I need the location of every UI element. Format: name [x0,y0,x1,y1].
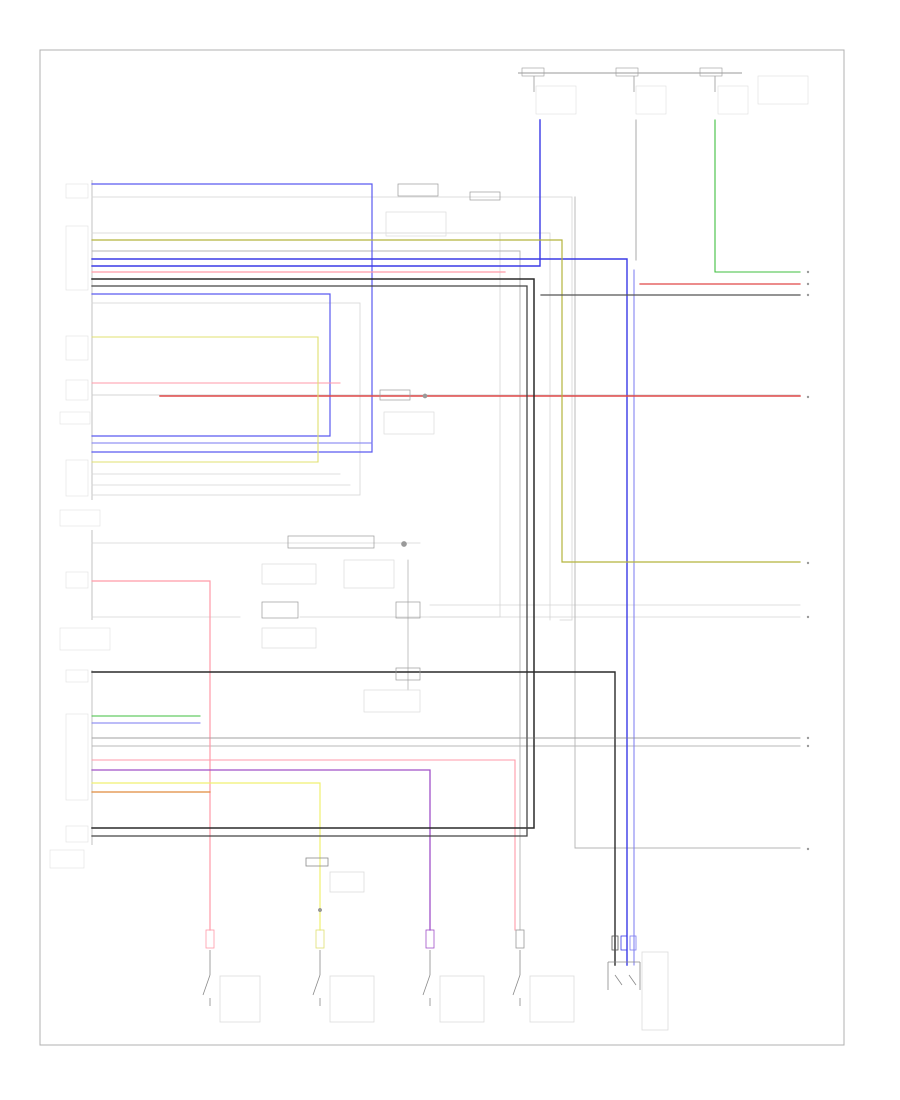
junction-396 [379,389,411,401]
wire-blue-3 [91,119,541,267]
wire-red-6 [91,759,516,931]
wire-blue-4 [91,293,331,437]
wire-group [91,119,801,966]
splice-396 [422,393,428,399]
switch-543 [287,535,375,549]
power-source-2 [615,67,639,77]
wire-yellow-2 [91,782,321,931]
wire-green-1 [714,119,801,273]
switch-right-front-courtesy [202,929,261,1023]
mid-symbols [261,183,501,713]
switch-605 [261,601,299,619]
wire-gray-1 [91,196,573,621]
diagram-frame [39,49,845,1046]
connector-617 [395,601,421,619]
switch-door-key-lock [607,935,669,1031]
wire-olive-1 [91,239,801,563]
junction-top-2 [469,191,501,201]
bottom-switches [202,857,669,1031]
power-source-3 [699,67,723,77]
ground-405 [401,541,407,547]
wire-black-2 [91,285,528,837]
wire-gray-2 [91,232,551,621]
wire-blue-2 [91,258,628,966]
power-source-1 [521,67,545,77]
ground-box-lf [383,411,435,435]
master-switch-pins [49,180,111,869]
connector-672 [395,667,421,681]
junction-top [397,183,439,197]
box-690 [363,689,421,713]
switch-left-front-courtesy [305,857,375,1023]
wire-violet-1 [91,769,431,931]
switch-left-rear-courtesy [512,929,575,1023]
wire-yellow-1 [91,336,319,463]
wire-blue-1 [91,183,373,453]
wire-gray-13 [574,196,801,849]
power-source-row [518,67,809,115]
switch-right-rear-courtesy [422,929,485,1023]
junction-left-door [385,211,447,237]
wire-gray-8 [299,232,501,618]
box-565-a [261,563,317,585]
wire-end-markers [806,270,810,851]
box-628 [261,627,317,649]
wire-black-1 [91,278,535,829]
box-565-b [343,559,395,589]
wire-black-4 [91,671,616,966]
wire-red-5 [91,580,211,931]
wire-gray-3 [91,302,361,496]
wire-gray-12 [91,250,521,931]
